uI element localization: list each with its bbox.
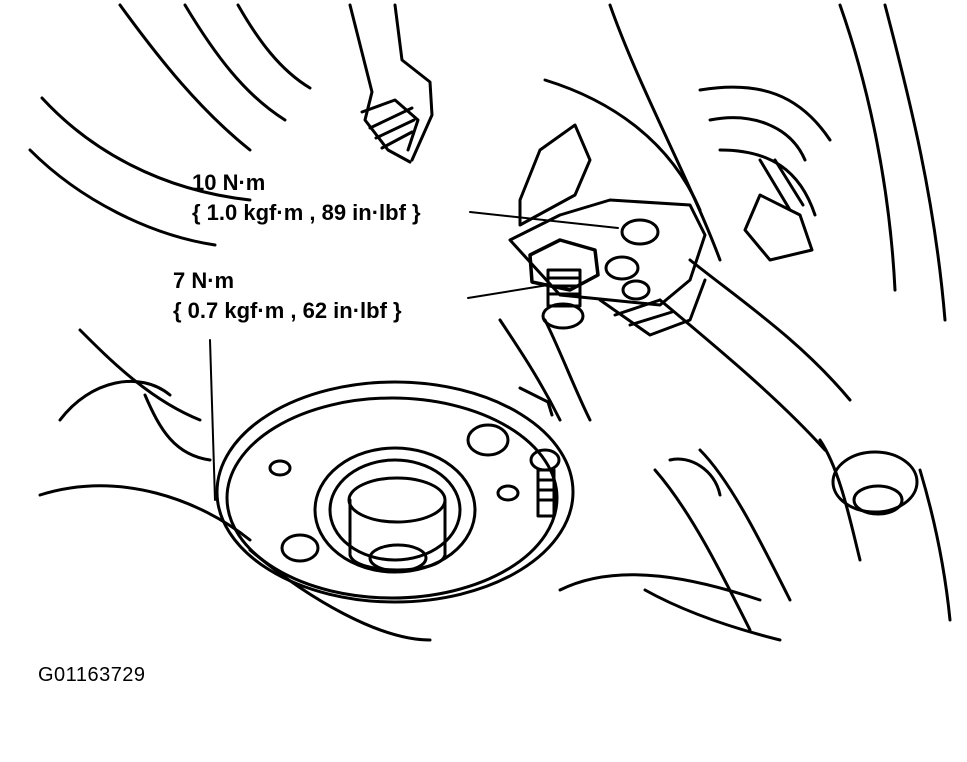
- torque-callout-7nm: 7 N·m { 0.7 kgf·m , 62 in·lbf }: [173, 266, 402, 326]
- lower-left-body: [40, 330, 780, 640]
- upper-left-panels: [30, 5, 310, 245]
- torque-conversion: { 1.0 kgf·m , 89 in·lbf }: [192, 200, 421, 225]
- torque-value: 7 N·m: [173, 268, 235, 293]
- disc-plate: [217, 382, 573, 602]
- bolt-10nm: [530, 220, 658, 328]
- torque-conversion: { 0.7 kgf·m , 62 in·lbf }: [173, 298, 402, 323]
- torque-callout-10nm: 10 N·m { 1.0 kgf·m , 89 in·lbf }: [192, 168, 421, 228]
- right-frame: [545, 5, 950, 630]
- torque-value: 10 N·m: [192, 170, 266, 195]
- figure-id: G01163729: [38, 664, 146, 686]
- upper-bracket: [350, 5, 432, 162]
- leader-lines: [210, 212, 618, 500]
- mounting-bracket: [500, 125, 705, 420]
